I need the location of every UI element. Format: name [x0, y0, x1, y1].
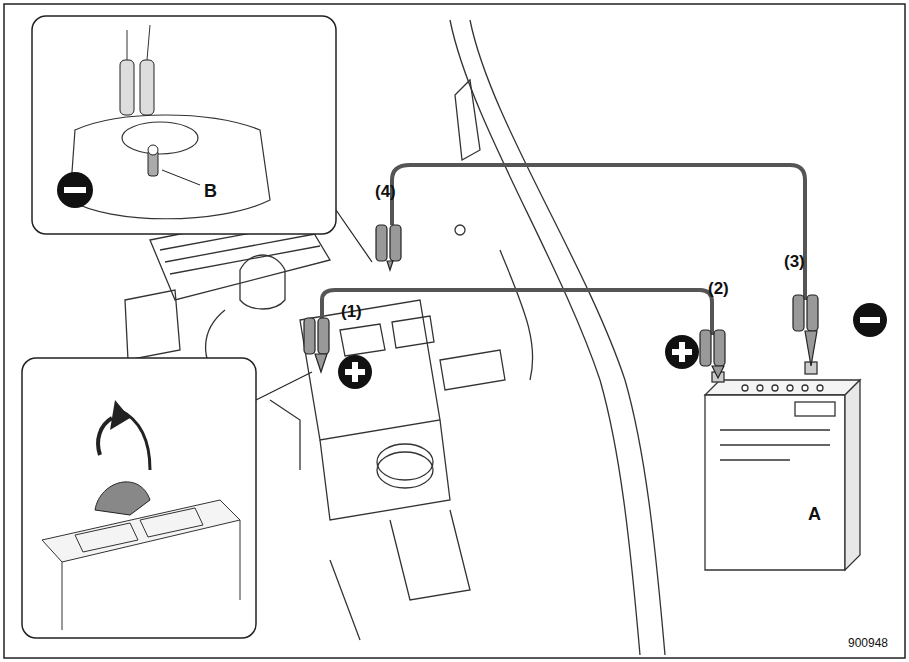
- cable-clamps: [304, 225, 818, 378]
- jumper-cables: [322, 165, 805, 335]
- callout-number: (3): [784, 253, 805, 270]
- callout-number: (1): [341, 303, 362, 320]
- figure-number: 900948: [848, 637, 888, 649]
- callout-number: (4): [375, 183, 396, 200]
- part-letter: B: [204, 182, 217, 200]
- callout-number: (2): [708, 280, 729, 297]
- ground-point-inset: [32, 16, 372, 262]
- part-letter: A: [808, 505, 821, 523]
- booster-battery: [705, 362, 860, 570]
- frame: [4, 4, 905, 658]
- polarity-symbols: [338, 303, 887, 389]
- battery-inset: [22, 358, 312, 638]
